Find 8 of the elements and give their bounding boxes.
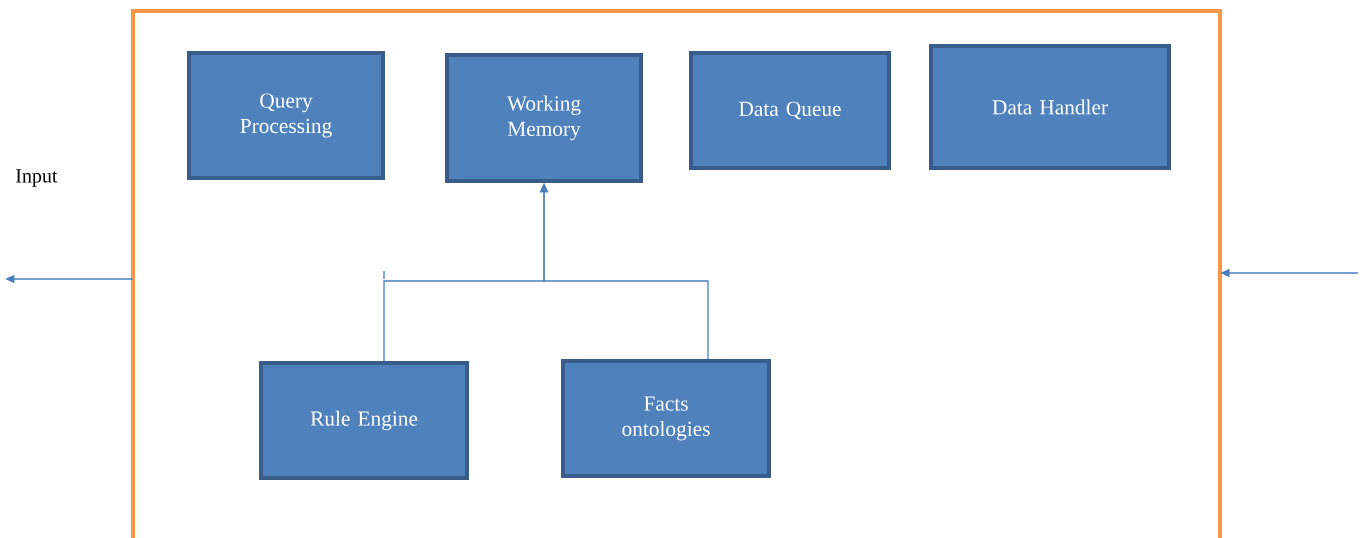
process-box: Facts ontologies bbox=[561, 359, 771, 478]
process-box: Rule Engine bbox=[259, 361, 469, 480]
process-box: Working Memory bbox=[445, 53, 643, 183]
process-box: Query Processing bbox=[187, 51, 385, 180]
process-box: Data Queue bbox=[689, 51, 891, 170]
input-label: Input bbox=[16, 169, 58, 187]
process-box: Data Handler bbox=[929, 44, 1171, 170]
frame bbox=[131, 9, 1222, 538]
